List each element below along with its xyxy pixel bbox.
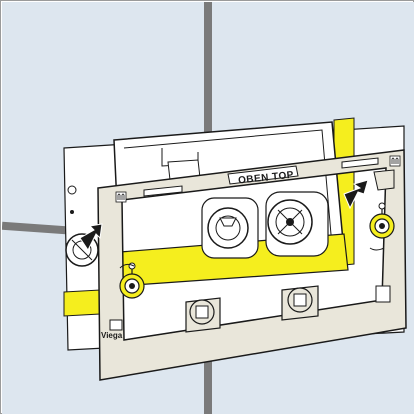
clip-mechanism-icon [201, 197, 259, 259]
rotate-arrow-icon [369, 247, 385, 251]
up-arrow-marker-icon [389, 155, 401, 167]
insertion-arrow-icon [343, 179, 369, 210]
bottom-bracket [185, 297, 221, 333]
brand-label: Viega [101, 331, 123, 340]
horizontal-grout-line [2, 221, 67, 235]
clip-mechanism-icon [265, 191, 329, 257]
up-arrow-marker-icon [115, 191, 127, 203]
flush-box [65, 121, 349, 302]
insertion-arrow-icon [79, 223, 103, 251]
bottom-bracket [281, 285, 319, 321]
side-bracket [109, 285, 391, 331]
rotate-arrow-icon [119, 263, 135, 269]
lock-clip-icon [369, 202, 395, 239]
lock-clip-icon [119, 262, 145, 299]
front-frame: OBEN TOP Viega [97, 149, 407, 381]
